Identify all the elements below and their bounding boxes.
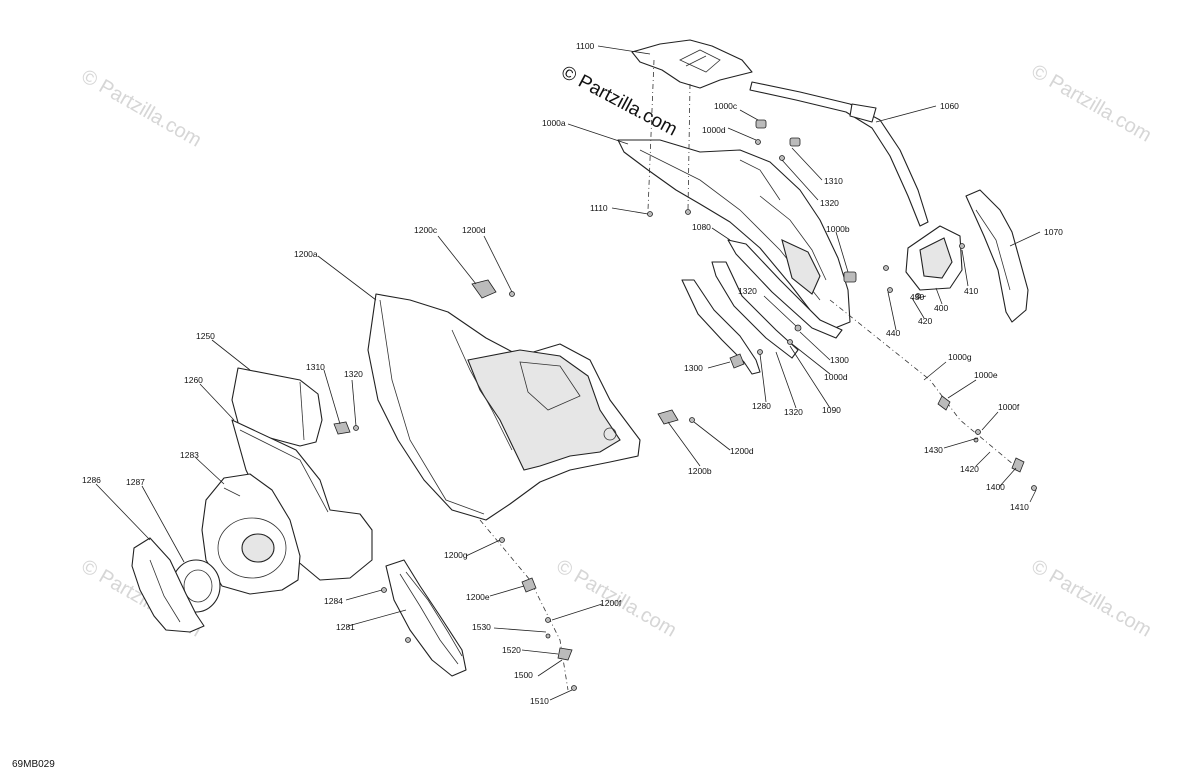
callout-1200f: 1200f (600, 598, 622, 608)
callout-440: 440 (886, 328, 900, 338)
callout-1284: 1284 (324, 596, 343, 606)
diagram-code: 69MB029 (12, 759, 55, 770)
callout-1000c: 1000c (714, 101, 738, 111)
callout-1100: 1100 (576, 41, 595, 51)
callout-1060: 1060 (940, 101, 959, 111)
callout-1000d-mid: 1000d (824, 372, 848, 382)
callout-1000f: 1000f (998, 402, 1020, 412)
watermark-main: © Partzilla.com (558, 62, 681, 141)
callout-1286: 1286 (82, 475, 101, 485)
callout-420: 420 (918, 316, 932, 326)
callout-1200b: 1200b (688, 466, 712, 476)
callout-1200a: 1200a (294, 249, 318, 259)
callout-1200d-low: 1200d (730, 446, 754, 456)
callout-1320-top: 1320 (820, 198, 839, 208)
callout-1320-left: 1320 (344, 369, 363, 379)
callout-1070: 1070 (1044, 227, 1063, 237)
callout-1110: 1110 (590, 203, 608, 213)
callout-1320-mid: 1320 (738, 286, 757, 296)
lower-right-hardware (937, 395, 1037, 491)
callout-1320-low: 1320 (784, 407, 803, 417)
watermark-top-right: © Partzilla.com (1028, 60, 1156, 146)
callout-1310-left: 1310 (306, 362, 325, 372)
callout-1283: 1283 (180, 450, 199, 460)
callout-1000a: 1000a (542, 118, 566, 128)
part-1200a-inner-panel (467, 349, 621, 471)
callout-1000d-top: 1000d (702, 125, 726, 135)
callout-1090: 1090 (822, 405, 841, 415)
callout-1430: 1430 (924, 445, 943, 455)
callout-410: 410 (964, 286, 978, 296)
callout-1400: 1400 (986, 482, 1005, 492)
callout-1530: 1530 (472, 622, 491, 632)
watermark-top-left: © Partzilla.com (78, 65, 206, 151)
callout-1281: 1281 (336, 622, 355, 632)
leader-lines (95, 45, 1041, 701)
callout-1250: 1250 (196, 331, 215, 341)
left-panels (131, 367, 467, 677)
callout-1200g: 1200g (444, 550, 468, 560)
callout-1300-left: 1300 (684, 363, 703, 373)
part-1281-grille (385, 559, 467, 677)
callout-1520: 1520 (502, 645, 521, 655)
part-1000b-clip (843, 271, 857, 283)
part-1250-pad (231, 367, 323, 447)
callout-labels: 1100 1060 1000c 1000d 1000a 1310 1320 11… (82, 41, 1063, 706)
callout-1500: 1500 (514, 670, 533, 680)
callout-1300-right: 1300 (830, 355, 849, 365)
part-1070-vent (965, 189, 1029, 323)
callout-1000g: 1000g (948, 352, 972, 362)
callout-1287: 1287 (126, 477, 145, 487)
callout-1200c: 1200c (414, 225, 438, 235)
callout-1000e: 1000e (974, 370, 998, 380)
part-1100-vent (631, 39, 753, 89)
callout-1080: 1080 (692, 222, 711, 232)
side-panel-assembly (367, 279, 695, 691)
callout-1000b: 1000b (826, 224, 850, 234)
callout-1420: 1420 (960, 464, 979, 474)
part-1080-strip (727, 239, 843, 339)
part-1200b-clip (657, 409, 679, 425)
watermark-bottom-right: © Partzilla.com (1028, 555, 1156, 641)
part-1286-cover (131, 537, 205, 633)
part-1000a-panel (617, 139, 851, 331)
callout-1260: 1260 (184, 375, 203, 385)
callout-1510: 1510 (530, 696, 549, 706)
part-1280-strip (681, 279, 761, 375)
part-1000c-clip (755, 119, 767, 129)
callout-1200e: 1200e (466, 592, 490, 602)
callout-1410: 1410 (1010, 502, 1029, 512)
callout-1310-top: 1310 (824, 176, 843, 186)
part-1283-housing (201, 473, 301, 595)
callout-400: 400 (934, 303, 948, 313)
callout-1280: 1280 (752, 401, 771, 411)
callout-430: 430 (910, 292, 924, 302)
callout-1200d-top: 1200d (462, 225, 486, 235)
upper-cowl-assembly (617, 39, 1029, 471)
part-1200c-clip (471, 279, 497, 299)
